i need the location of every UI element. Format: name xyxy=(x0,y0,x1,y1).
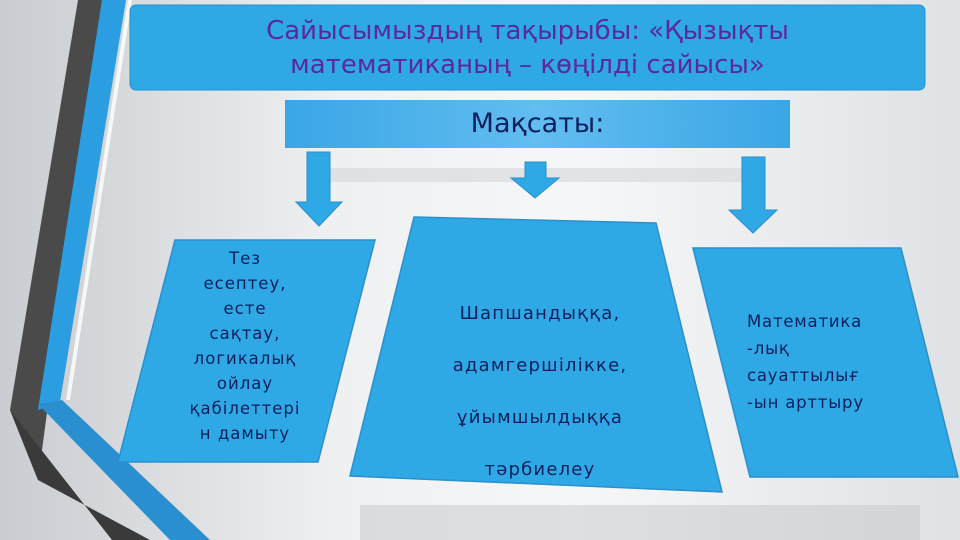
title-line: математиканың – көңілді сайысы» xyxy=(290,50,765,80)
goal-box-1 xyxy=(117,239,376,463)
goal-line: ойлау xyxy=(216,374,274,393)
goal-box-2 xyxy=(349,216,723,493)
goal-heading: Мақсаты: xyxy=(470,108,605,139)
title-box xyxy=(129,4,926,91)
goal-line: қабілеттері xyxy=(189,399,301,418)
goal-line: тәрбиелеу xyxy=(484,459,596,480)
title-line: Сайысымыздың тақырыбы: «Қызықты xyxy=(266,16,789,46)
goal-line: есте xyxy=(223,299,267,318)
goal-line: логикалық xyxy=(193,349,297,368)
arrow-down-icon xyxy=(294,151,344,227)
arrow-down-icon xyxy=(727,156,779,234)
goal-line: Математика xyxy=(747,312,863,331)
goal-text-1: Тез есептеу, есте сақтау, логикалық ойла… xyxy=(150,246,340,446)
goal-text-2: Шапшандыққа, адамгершілікке, ұйымшылдыққ… xyxy=(390,288,690,496)
goal-line: адамгершілікке, xyxy=(452,355,628,376)
goal-line: сақтау, xyxy=(209,324,281,343)
goal-line: -ын арттыру xyxy=(747,393,864,412)
goal-line: -лық xyxy=(747,339,790,358)
left-frame-decoration xyxy=(10,0,210,540)
goal-line: сауаттылығ xyxy=(747,366,860,385)
goal-line: Тез xyxy=(228,249,261,268)
goal-line: Шапшандыққа, xyxy=(459,303,621,324)
goal-heading-bar xyxy=(285,100,790,148)
goal-box-3 xyxy=(692,247,959,478)
slide-title: Сайысымыздың тақырыбы: «Қызықты математи… xyxy=(130,14,925,82)
goal-text-3: Математика -лық сауаттылығ -ын арттыру xyxy=(747,308,927,416)
goal-line: есептеу, xyxy=(203,274,287,293)
goal-line: ұйымшылдыққа xyxy=(456,407,624,428)
arrow-down-icon xyxy=(509,161,561,199)
goal-line: н дамыту xyxy=(199,424,291,443)
